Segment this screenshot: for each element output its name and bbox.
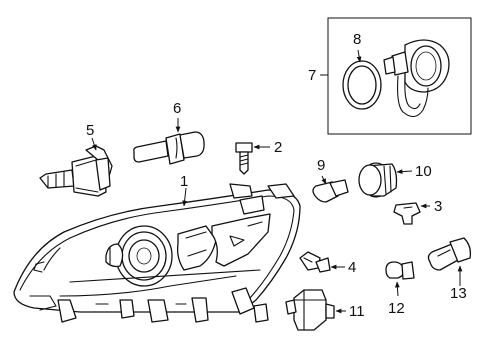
callout-12: 12 [388, 300, 405, 317]
part-4-screw [299, 251, 345, 273]
callout-7: 7 [308, 67, 316, 84]
part-7-seal-kit-box [320, 17, 472, 135]
callout-9: 9 [317, 157, 325, 174]
part-12-small-bulb [385, 261, 415, 297]
callout-4: 4 [348, 259, 356, 276]
callout-2: 2 [274, 139, 282, 156]
part-2-screw [235, 142, 270, 175]
part-7-socket-harness [383, 39, 450, 118]
part-11-motor [285, 289, 346, 331]
part-5-bulb [39, 137, 113, 197]
callout-6: 6 [173, 100, 181, 117]
callout-5: 5 [86, 122, 94, 139]
callout-10: 10 [415, 163, 432, 180]
callout-1: 1 [180, 173, 188, 190]
part-10-socket [358, 162, 413, 198]
callout-13: 13 [450, 285, 467, 302]
part-6-bulb [133, 118, 205, 165]
part-1-headlamp-assembly [13, 183, 301, 323]
callout-8: 8 [353, 31, 361, 48]
part-3-clip [393, 202, 430, 225]
callout-11: 11 [349, 303, 365, 320]
part-9-wedge-bulb [312, 175, 349, 203]
part-8-seal-ring [342, 49, 382, 110]
part-13-socket [427, 237, 472, 286]
callout-3: 3 [434, 198, 442, 215]
